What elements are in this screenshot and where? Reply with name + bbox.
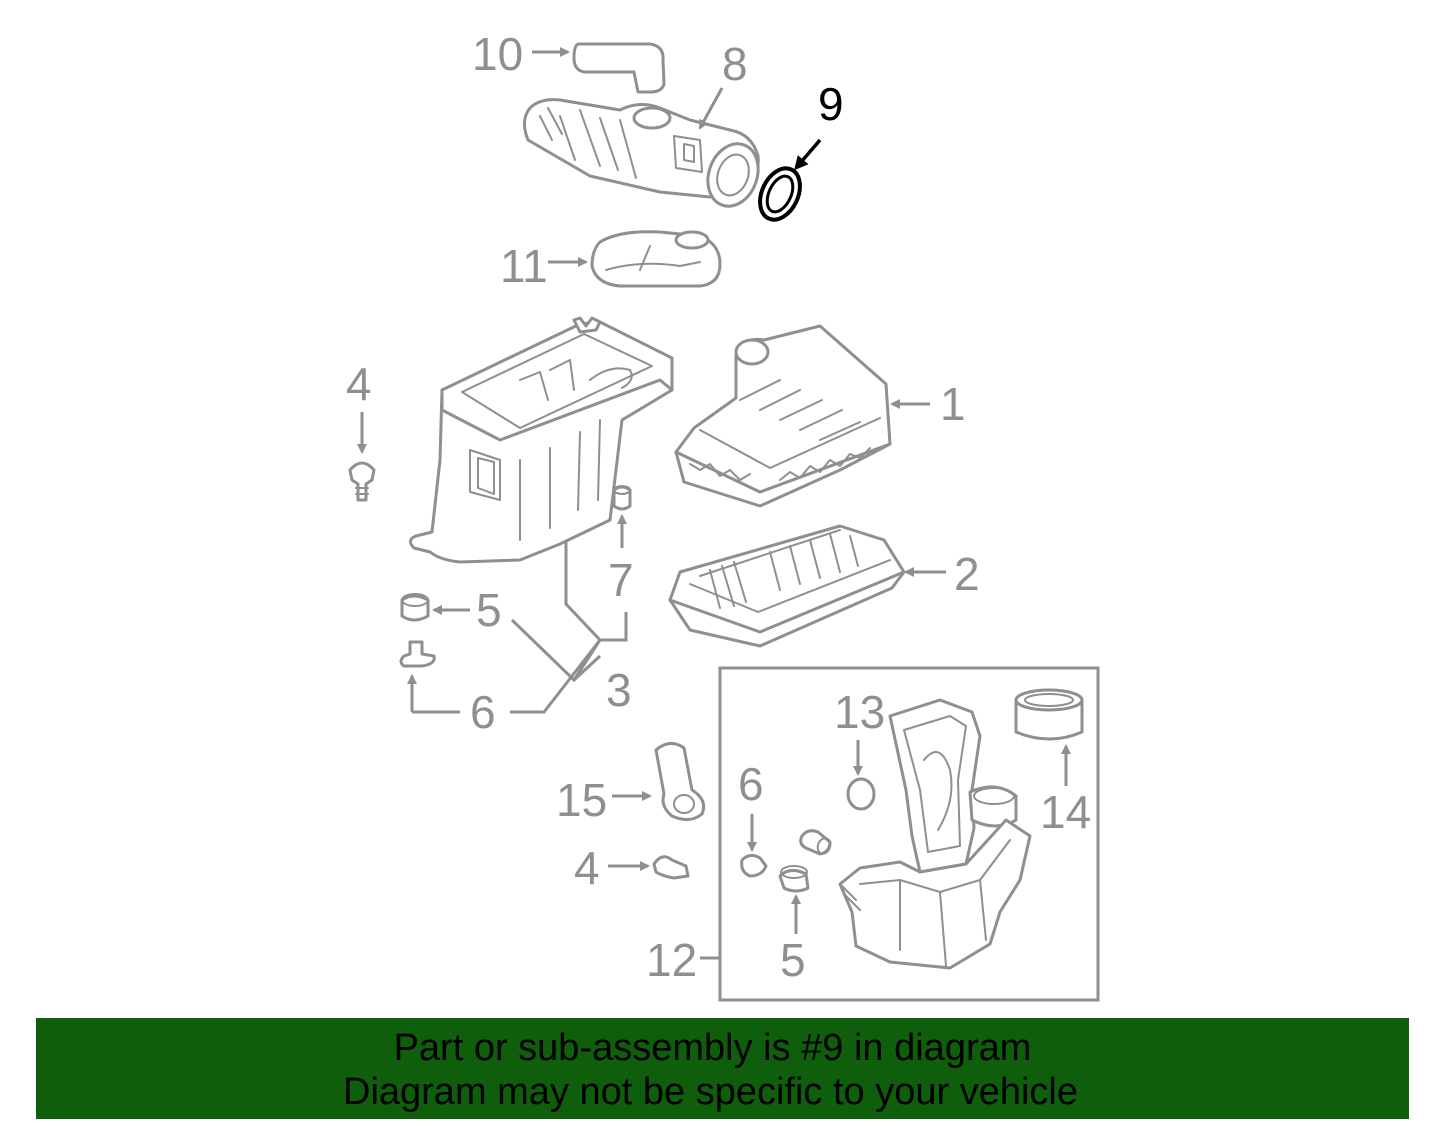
callout-8: 8 — [722, 38, 748, 90]
part-6-bolt-upper — [399, 640, 436, 668]
callout-3: 3 — [606, 664, 632, 716]
callout-2: 2 — [954, 548, 980, 600]
part-2-filter — [668, 524, 906, 648]
callout-7: 7 — [608, 554, 634, 606]
part-14-cap — [1014, 688, 1084, 741]
subassembly-12-frame — [718, 666, 1100, 1002]
banner-line-disclaimer: Diagram may not be specific to your vehi… — [343, 1071, 1078, 1113]
part-11-resonator — [590, 230, 722, 288]
callout-1: 1 — [940, 378, 966, 430]
part-3-housing-lower — [409, 316, 674, 564]
part-15-duct — [654, 742, 706, 821]
callout-6-upper: 6 — [470, 686, 496, 738]
part-plug — [799, 829, 832, 856]
part-13-seal — [846, 777, 876, 811]
callout-9: 9 — [818, 78, 844, 130]
part-1-cover — [674, 324, 892, 508]
callout-10: 10 — [472, 28, 523, 80]
callout-4-lower: 4 — [574, 842, 600, 894]
part-5-collar-upper — [400, 593, 430, 622]
callout-11: 11 — [500, 240, 548, 292]
part-8-intake-tube — [523, 98, 760, 208]
info-banner: Part or sub-assembly is #9 in diagram Di… — [36, 1018, 1409, 1119]
callout-5-upper: 5 — [476, 584, 502, 636]
part-4-clip-lower — [652, 855, 690, 880]
callout-5-lower: 5 — [780, 934, 806, 986]
callout-14: 14 — [1040, 786, 1091, 838]
callout-15: 15 — [556, 774, 607, 826]
callout-6-lower: 6 — [738, 758, 764, 810]
part-9-o-ring — [758, 166, 802, 222]
part-6-bolt-lower — [740, 853, 768, 878]
callout-13: 13 — [834, 686, 885, 738]
part-10-hose — [572, 42, 666, 94]
part-12-intake-box — [838, 698, 1032, 970]
part-5-collar-lower — [778, 865, 810, 893]
callout-12: 12 — [646, 934, 697, 986]
banner-line-part-number: Part or sub-assembly is #9 in diagram — [393, 1027, 1032, 1069]
callout-4-upper: 4 — [346, 358, 372, 410]
part-7-grommet — [612, 485, 632, 511]
parts-diagram: 10 8 9 11 4 — [346, 28, 1100, 1002]
part-4-clip-upper — [348, 461, 376, 502]
